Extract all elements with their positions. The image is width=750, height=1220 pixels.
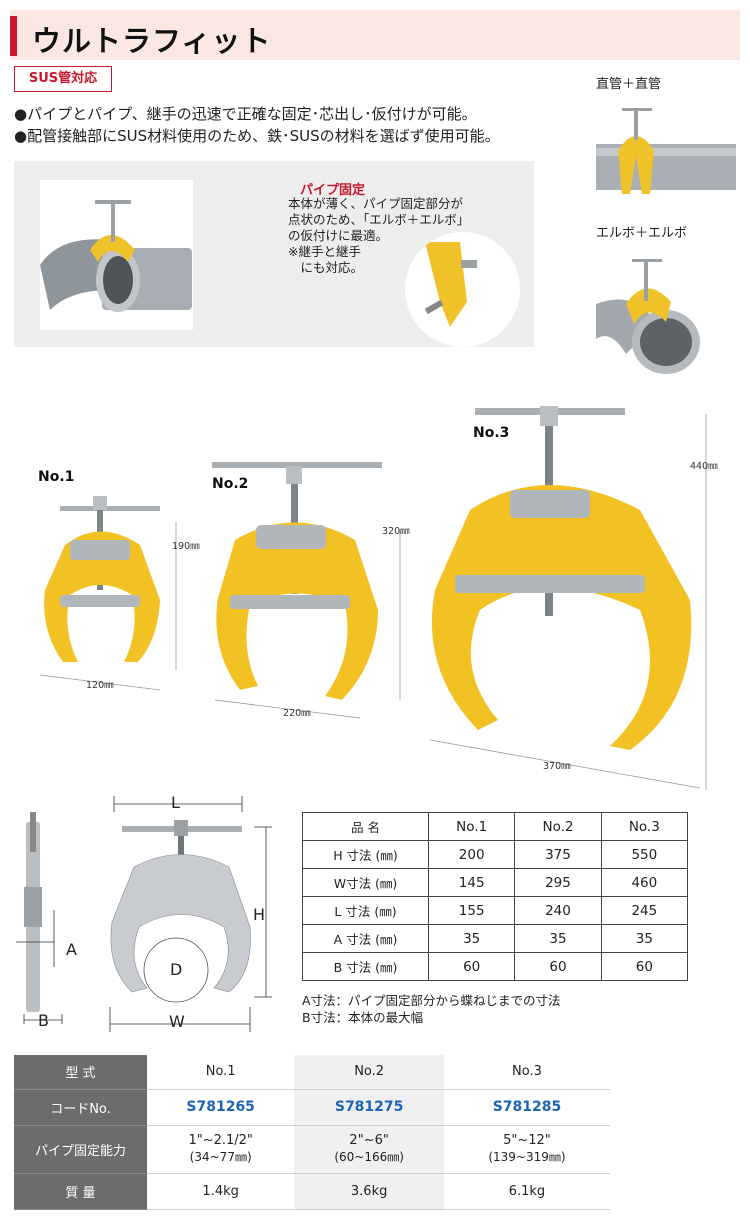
- no2-width-dimension: 220㎜: [283, 708, 311, 719]
- feature-bullets: ●パイプとパイプ、継手の迅速で正確な固定･芯出し･仮付けが可能。 ●配管接触部に…: [14, 103, 500, 147]
- model-label-no2: No.2: [212, 476, 249, 492]
- diagram-label-L: L: [171, 793, 180, 812]
- no2-height-dimension: 320㎜: [382, 526, 410, 537]
- table-row: H 寸法 (㎜) 200 375 550: [302, 840, 689, 869]
- table-row: W寸法 (㎜) 145 295 460: [302, 868, 689, 897]
- no1-width-dimension: 120㎜: [86, 680, 114, 691]
- elbow-pipe-photo: [596, 244, 736, 379]
- clamp-no3-drawing: [429, 406, 707, 790]
- diagram-label-H: H: [253, 905, 266, 924]
- dimension-spec-table: 品 名 No.1 No.2 No.3 H 寸法 (㎜) 200 375 550 …: [302, 812, 689, 981]
- straight-pipe-label: 直管＋直管: [596, 77, 662, 92]
- table-row: 質 量 1.4kg 3.6kg 6.1kg: [14, 1173, 610, 1210]
- header-accent-bar: [10, 16, 17, 56]
- model-label-no1: No.1: [38, 469, 75, 485]
- table-row: パイプ固定能力 1"~2.1/2" (34~77㎜) 2"~6" (60~166…: [14, 1125, 610, 1174]
- product-lineup-drawing: [39, 406, 707, 790]
- page-title: ウルトラフィット: [32, 24, 272, 58]
- diagram-label-A: A: [66, 940, 77, 959]
- straight-pipe-photo: [596, 96, 736, 206]
- feature-title: パイプ固定: [300, 183, 366, 198]
- pipe-fixing-photo: [40, 180, 193, 330]
- table-row: 品 名 No.1 No.2 No.3: [302, 812, 689, 841]
- no3-width-dimension: 370㎜: [543, 761, 571, 772]
- bullet-item: ●パイプとパイプ、継手の迅速で正確な固定･芯出し･仮付けが可能。: [14, 105, 477, 123]
- detail-circle-photo: [405, 232, 520, 347]
- bullet-item: ●配管接触部にSUS材料使用のため、鉄･SUSの材料を選ばず使用可能。: [14, 127, 500, 145]
- model-label-no3: No.3: [473, 425, 510, 441]
- table-row: L 寸法 (㎜) 155 240 245: [302, 896, 689, 925]
- clamp-no1-drawing: [39, 496, 177, 691]
- note-a-dimension: A寸法：パイプ固定部分から蝶ねじまでの寸法: [302, 993, 561, 1008]
- table-row: コードNo. S781265 S781275 S781285: [14, 1089, 610, 1126]
- model-summary-table: 型 式 No.1 No.2 No.3 コードNo. S781265 S78127…: [14, 1055, 610, 1210]
- no1-height-dimension: 190㎜: [172, 541, 200, 552]
- table-row: A 寸法 (㎜) 35 35 35: [302, 924, 689, 953]
- elbow-pipe-label: エルボ＋エルボ: [596, 226, 688, 241]
- diagram-label-B: B: [38, 1011, 49, 1030]
- table-row: B 寸法 (㎜) 60 60 60: [302, 952, 689, 981]
- table-row: 型 式 No.1 No.2 No.3: [14, 1055, 610, 1090]
- sus-badge: SUS管対応: [14, 66, 112, 92]
- page-header: ウルトラフィット: [10, 10, 740, 60]
- dimension-diagram: [16, 796, 272, 1032]
- no3-height-dimension: 440㎜: [690, 461, 718, 472]
- feature-description: 本体が薄く、パイプ固定部分が 点状のため、「エルボ＋エルボ」 の仮付けに最適。 …: [288, 196, 470, 275]
- diagram-label-W: W: [169, 1012, 185, 1031]
- diagram-label-D: D: [170, 960, 183, 979]
- clamp-no2-drawing: [212, 462, 401, 719]
- note-b-dimension: B寸法：本体の最大幅: [302, 1010, 424, 1025]
